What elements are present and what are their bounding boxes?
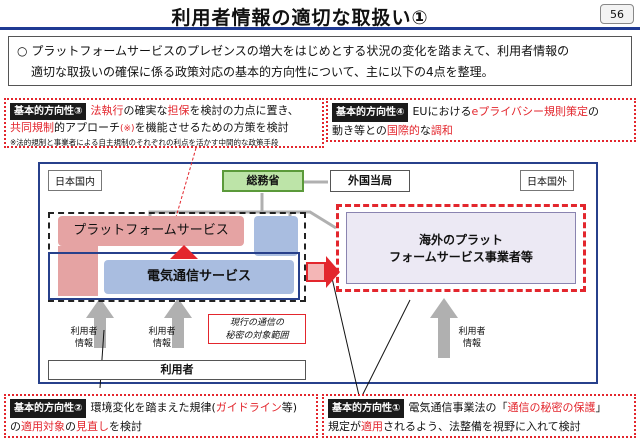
d3-text-b: の確実な [123, 104, 168, 117]
telecom-service-box: 電気通信サービス [104, 260, 294, 294]
scope-line-2: 秘密の対象範囲 [225, 331, 289, 341]
summary-text-1: プラットフォームサービスのプレゼンスの増大をはじめとする状況の変化を踏まえて、利… [31, 44, 570, 58]
d2-guideline: ガイドライン [215, 401, 282, 414]
d3-note-mark: (※) [120, 124, 135, 134]
d3-guarantee: 担保 [167, 104, 190, 117]
platform-service-box: プラットフォームサービス [58, 216, 244, 246]
d4-text-a: EUにおける [412, 105, 472, 118]
overseas-operator-line-1: 海外のプラット [418, 233, 503, 247]
page-title: 利用者情報の適切な取扱い① [171, 7, 429, 29]
d1-text-d: 規定が [328, 420, 361, 433]
overseas-label: 日本国外 [520, 170, 574, 191]
title-bar [0, 0, 640, 30]
d3-text-d: を検討の力点に置き、 [189, 104, 299, 117]
overseas-operator-frame [336, 204, 586, 292]
direction-3-note: ※法的規制と事業者による自主規制のそれぞれの利点を活かす中間的な政策手段 [10, 138, 279, 147]
d4-harmony: 調和 [430, 124, 453, 137]
d1-text-c: 」 [595, 401, 607, 414]
d4-text-f: な [419, 124, 431, 137]
d2-text-h: を検討 [109, 420, 142, 433]
d3-coregulation: 共同規制 [10, 121, 54, 134]
user-info-3-a: 利用者 [458, 327, 486, 337]
summary-line-2: 適切な取扱いの確保に係る政策対応の基本的方向性について、主に以下の4点を整理。 [17, 62, 623, 83]
user-info-2-b: 情報 [152, 339, 171, 349]
telecom-pillar-right [254, 216, 298, 256]
summary-bullet: ○ [17, 44, 28, 58]
user-info-arrow-1 [86, 298, 114, 318]
d2-review: 見直し [76, 420, 109, 433]
summary-box: ○ プラットフォームサービスのプレゼンスの増大をはじめとする状況の変化を踏まえて… [8, 36, 632, 86]
d3-text-f: 的アプローチ [54, 121, 120, 134]
foreign-authority-box: 外国当局 [330, 170, 410, 192]
user-info-arrow-2 [164, 298, 192, 318]
d4-text-c: の [588, 105, 600, 118]
d3-law-enforcement: 法執行 [90, 104, 124, 117]
user-info-arrow-3 [430, 298, 458, 318]
user-info-1-b: 情報 [74, 339, 93, 349]
domestic-label: 日本国内 [48, 170, 102, 191]
summary-text-2: 適切な取扱いの確保に係る政策対応の基本的方向性について、主に以下の4点を整理。 [31, 65, 494, 79]
overseas-operator-line-2: フォームサービス事業者等 [389, 250, 533, 264]
direction-1-label: 基本的方向性① [328, 399, 405, 418]
secrecy-scope-note: 現行の通信の 秘密の対象範囲 [208, 314, 306, 344]
d2-text-d: の [10, 420, 21, 433]
d2-text-c: 等) [281, 401, 298, 414]
d2-text-a: 環境変化を踏まえた規律( [90, 401, 216, 414]
d3-text-h: を機能させるための方策を検討 [134, 121, 289, 134]
ministry-box: 総務省 [222, 170, 304, 192]
d1-secrecy: 通信の秘密の保護 [507, 401, 596, 414]
scope-line-1: 現行の通信の [229, 318, 284, 328]
user-info-3-b: 情報 [462, 339, 481, 349]
d3-pointer [169, 147, 197, 239]
d1-text-a: 電気通信事業法の「 [408, 401, 508, 414]
user-info-label-2: 利用者 情報 [146, 326, 178, 350]
overseas-arrow-body [306, 262, 326, 282]
platform-pillar-left [58, 246, 98, 296]
d1-apply: 適用 [361, 420, 383, 433]
users-bar: 利用者 [48, 360, 306, 380]
direction-3-line-2: 共同規制的アプローチ(※)を機能させるための方策を検討 [10, 120, 318, 137]
d1-text-f: されるよう、法整備を視野に入れて検討 [383, 420, 581, 433]
d4-international: 国際的 [386, 124, 420, 137]
overseas-operator-box: 海外のプラット フォームサービス事業者等 [346, 212, 576, 284]
user-info-label-3: 利用者 情報 [456, 326, 488, 350]
direction-4-line-2: 動き等との国際的な調和 [332, 122, 630, 139]
d1-pointer [331, 277, 361, 401]
direction-3-label: 基本的方向性③ [10, 103, 87, 120]
direction-4-label: 基本的方向性④ [332, 103, 409, 122]
user-info-label-1: 利用者 情報 [68, 326, 100, 350]
platform-telecom-up-arrow [170, 245, 198, 259]
summary-line-1: ○ プラットフォームサービスのプレゼンスの増大をはじめとする状況の変化を踏まえて… [17, 41, 623, 62]
page-number: 56 [600, 4, 634, 24]
d4-eprivacy: eプライバシー規則策定 [471, 105, 589, 118]
user-info-1-a: 利用者 [70, 327, 98, 337]
d2-scope: 適用対象 [21, 420, 65, 433]
d2-text-f: の [65, 420, 76, 433]
direction-2-line-2: の適用対象の見直しを検討 [10, 418, 312, 435]
direction-2-label: 基本的方向性② [10, 399, 87, 418]
direction-1-line-2: 規定が適用されるよう、法整備を視野に入れて検討 [328, 418, 630, 435]
user-info-2-a: 利用者 [148, 327, 176, 337]
d1-pointer-2 [359, 299, 411, 401]
d4-text-d: 動き等との [332, 124, 387, 137]
